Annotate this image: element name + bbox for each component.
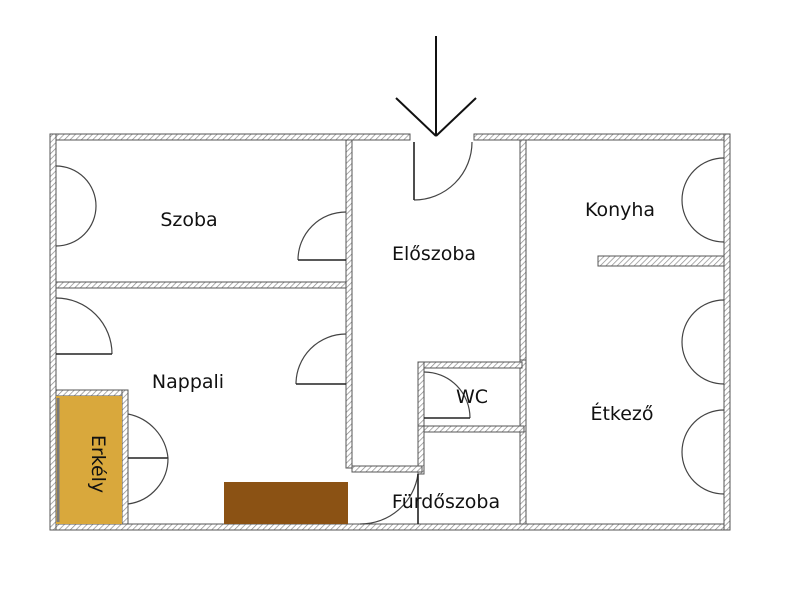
outer-walls — [49, 133, 731, 531]
entrance-arrow-icon — [395, 36, 477, 137]
room-label-nappali: Nappali — [152, 371, 224, 393]
doors — [55, 141, 725, 525]
interior-walls — [55, 139, 725, 525]
room-label-wc: WC — [456, 386, 488, 408]
furniture-block — [224, 482, 348, 524]
room-label-konyha: Konyha — [585, 199, 655, 221]
room-label-erkely: Erkély — [87, 435, 109, 493]
room-label-szoba: Szoba — [160, 209, 217, 231]
room-label-furdoszoba: Fürdőszoba — [392, 491, 500, 513]
room-label-etkezo: Étkező — [590, 402, 653, 425]
room-label-eloszoba: Előszoba — [392, 243, 476, 265]
balcony-area — [56, 396, 122, 524]
